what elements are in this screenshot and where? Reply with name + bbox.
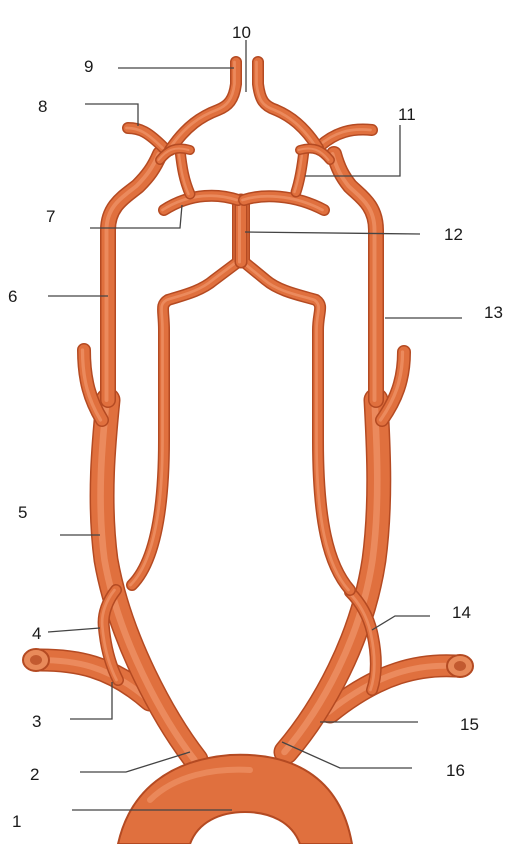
label-1: 1 [12,812,21,831]
right-vertebral-artery [132,204,238,585]
arterial-tree [39,62,457,760]
label-10: 10 [232,23,251,42]
label-8: 8 [38,97,47,116]
left-vertebral-artery [244,204,350,590]
left-subclavian-lumen [454,661,466,671]
label-6: 6 [8,287,17,306]
left-vertebral-artery-body [244,204,350,590]
label-4: 4 [32,624,41,643]
label-3: 3 [32,712,41,731]
leader-line-14 [372,616,430,630]
label-7: 7 [46,207,55,226]
label-9: 9 [84,57,93,76]
left-vertebral-artery-shine [243,204,349,590]
number-labels: 1 2 3 4 5 6 7 8 9 10 11 12 13 14 15 16 [8,23,503,831]
label-2: 2 [30,765,39,784]
right-subclavian-lumen [30,655,42,665]
left-anterior-cerebral-artery-shine [257,62,317,148]
label-16: 16 [446,761,465,780]
right-anterior-cerebral-artery-shine [169,62,235,150]
right-vertebral-artery-shine [131,204,237,585]
right-vertebral-artery-body [132,204,238,585]
leader-line-12 [245,232,420,234]
label-5: 5 [18,503,27,522]
label-14: 14 [452,603,471,622]
leader-line-3 [70,682,112,719]
label-11: 11 [398,105,416,124]
right-common-carotid-artery-body [102,400,196,760]
label-15: 15 [460,715,479,734]
label-13: 13 [484,303,503,322]
label-12: 12 [444,225,463,244]
leader-line-4 [48,628,100,632]
